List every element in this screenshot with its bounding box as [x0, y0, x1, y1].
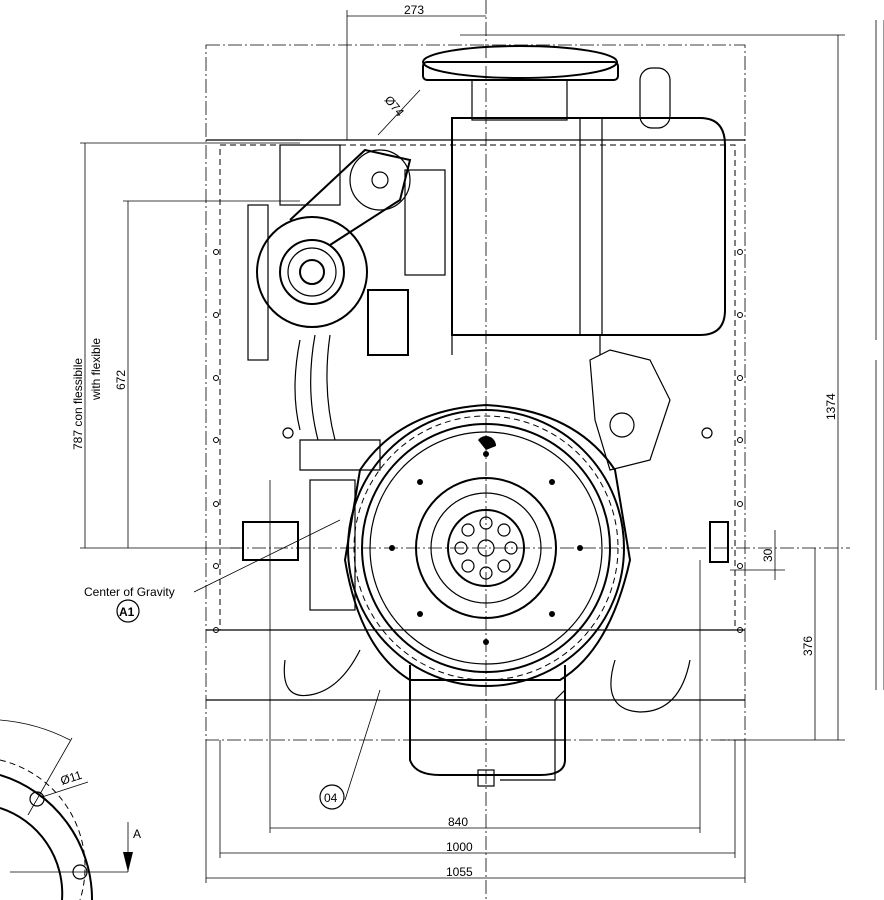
cog-marker-circle — [116, 599, 140, 623]
dim-1055: 1055 — [446, 865, 473, 879]
flange-detail — [0, 719, 133, 900]
base-frame — [205, 44, 746, 741]
flywheel — [343, 403, 632, 687]
engine-mounts — [242, 349, 729, 713]
oil-sump — [409, 665, 566, 787]
dim-787-en: with flexible — [89, 338, 103, 401]
cog-marker-label: A1 — [119, 605, 135, 619]
dimension-lines — [80, 10, 884, 883]
center-of-gravity-label: Center of Gravity — [84, 585, 175, 599]
dim-hole-diameter: Ø11 — [59, 768, 84, 788]
dim-672: 672 — [114, 370, 128, 390]
item-marker-circle — [319, 784, 345, 810]
dim-30: 30 — [761, 548, 775, 562]
dim-pulley-diameter: Ø74 — [382, 93, 408, 120]
dim-1374: 1374 — [824, 393, 838, 420]
dim-273: 273 — [404, 3, 424, 17]
fan-pulley — [247, 144, 446, 441]
dim-840: 840 — [448, 815, 468, 829]
dim-787: 787 con flessibile — [71, 358, 85, 450]
item-marker-label: 04 — [324, 791, 338, 805]
dim-1000: 1000 — [446, 840, 473, 854]
air-filter — [422, 45, 726, 355]
dim-376: 376 — [801, 636, 815, 656]
view-arrow-label: A — [133, 827, 141, 841]
